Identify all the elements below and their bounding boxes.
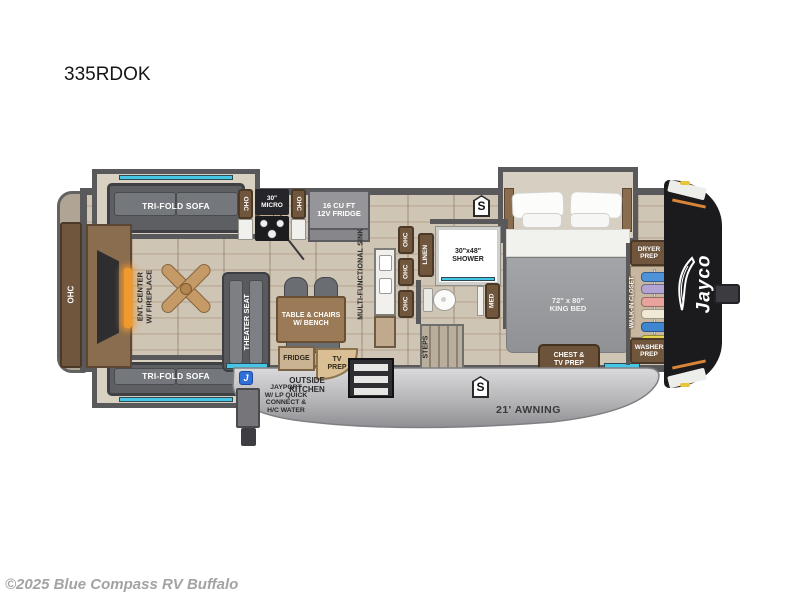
pillow-icon [522, 213, 562, 228]
fireplace-glow-icon [124, 268, 132, 328]
counter [238, 219, 253, 240]
counter [291, 219, 306, 240]
solar-badge-icon: S [472, 376, 489, 398]
outside-kitchen-hatch [348, 358, 394, 398]
tri-fold-sofa-top-label: TRI-FOLD SOFA [142, 200, 210, 211]
king-bed-label: 72" x 80" KING BED [549, 295, 587, 313]
hitch-pin-icon [714, 284, 740, 304]
vanity [477, 286, 484, 316]
window [119, 175, 233, 180]
sink-label: MULTI-FUNCTIONAL SINK [357, 228, 365, 320]
shower-label: 30"x48" SHOWER [452, 248, 484, 263]
sink-basin-icon [379, 255, 392, 271]
outside-kitchen-label: OUTSIDE KITCHEN [289, 376, 325, 394]
theater-seat: THEATER SEAT [222, 272, 270, 372]
toilet-icon [423, 287, 457, 313]
ohc-micro-right: OHC [291, 189, 306, 219]
ohc-island-3: OHC [398, 290, 414, 318]
ohc-micro-left: OHC [238, 189, 253, 219]
solar-badge-icon: S [473, 195, 490, 217]
jayport-pedestal-foot [241, 428, 256, 446]
jayco-logo: Jayco [693, 254, 715, 314]
pillow-icon [570, 213, 610, 228]
bed-sheet [506, 229, 630, 257]
refrigerator-doors [308, 230, 370, 242]
refrigerator: 16 CU FT 12V FRIDGE [308, 190, 370, 230]
shower: 30"x48" SHOWER [436, 227, 500, 285]
bath-wall [416, 280, 421, 324]
walk-in-closet-label: WALK-IN CLOSET [629, 276, 636, 328]
window [119, 397, 233, 402]
awning-label: 21' AWNING [496, 404, 561, 416]
bath-wall [430, 219, 508, 224]
copyright-text: ©2025 Blue Compass RV Buffalo [5, 576, 239, 593]
washer-prep: WASHER PREP [630, 338, 668, 364]
marker-light-icon [680, 383, 690, 387]
marker-light-icon [680, 181, 690, 185]
jayport-badge-icon: J [239, 371, 253, 385]
tri-fold-sofa-bottom-label: TRI-FOLD SOFA [142, 371, 210, 382]
bedroom-closet-wall [626, 243, 630, 365]
bed-blanket: 72" x 80" KING BED [506, 257, 630, 353]
kitchen-sink-counter [374, 248, 396, 316]
medicine-cabinet: MED [485, 283, 500, 319]
rear-ohc-cabinet: OHC [60, 222, 82, 368]
slideout-sofa-top: TRI-FOLD SOFA [92, 169, 260, 239]
stove-icon [255, 216, 289, 241]
ohc-island-2: OHC [398, 258, 414, 286]
steps-label: STEPS [421, 335, 429, 359]
jayport-label: JAYPORT W/ LP QUICK CONNECT & H/C WATER [264, 384, 308, 414]
linen-cabinet: LINEN [418, 233, 434, 277]
awning [232, 367, 660, 429]
bath-wall [503, 219, 508, 329]
island-cabinet [374, 316, 396, 348]
theater-seat-label: THEATER SEAT [241, 293, 251, 351]
entertainment-center [86, 224, 132, 368]
ohc-island-1: OHC [398, 226, 414, 254]
shower-glass [441, 277, 495, 281]
ceiling-fan-icon [148, 251, 224, 327]
dryer-prep: DRYER PREP [630, 240, 668, 266]
jayco-eagle-icon [678, 256, 696, 311]
sink-basin-icon [379, 278, 392, 294]
king-bed: 72" x 80" KING BED [506, 183, 630, 353]
page-title: 335RDOK [64, 64, 151, 85]
outside-fridge: FRIDGE [278, 346, 315, 371]
jayport-pedestal-icon [236, 388, 260, 428]
rear-ohc-label: OHC [66, 286, 76, 304]
front-cap: Jayco [664, 179, 722, 389]
tv-icon [97, 250, 119, 344]
dinette-table: TABLE & CHAIRS W/ BENCH [276, 296, 346, 343]
cap-accent-stripe [672, 198, 706, 209]
microwave: 30" MICRO [255, 189, 289, 215]
